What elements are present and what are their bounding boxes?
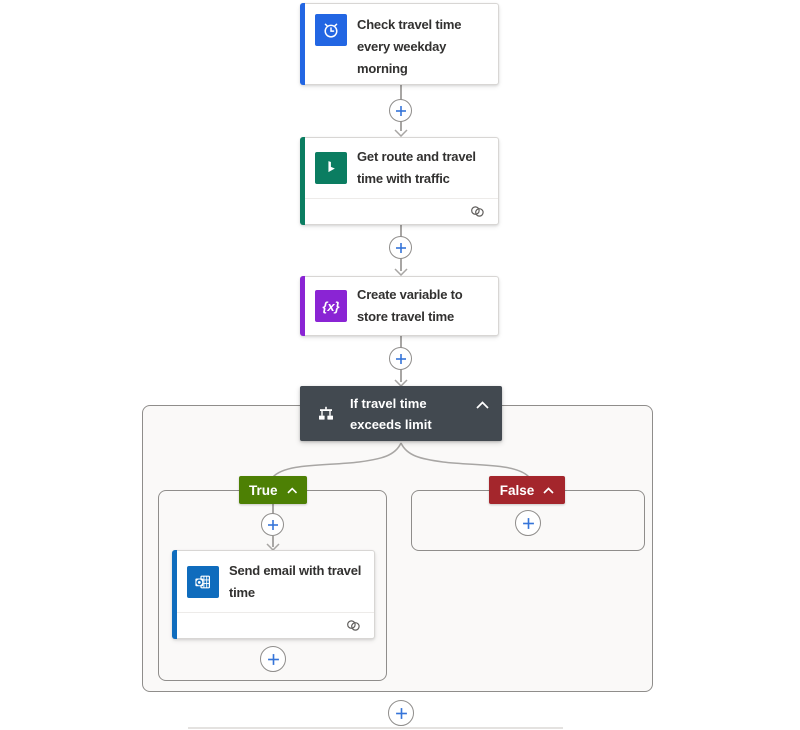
recurrence-icon <box>315 14 347 46</box>
insert-step-button[interactable] <box>389 236 412 259</box>
action-title: Create variable to store travel time <box>357 287 463 324</box>
next-element-top-edge <box>188 727 563 729</box>
connections-icon <box>347 620 360 631</box>
plus-icon <box>267 653 279 665</box>
plus-icon <box>395 105 406 116</box>
bing-maps-icon <box>315 152 347 184</box>
condition-title: If travel time exceeds limit <box>350 395 432 432</box>
insert-step-button[interactable] <box>260 646 286 672</box>
action-title: Get route and travel time with traffic <box>357 149 476 186</box>
condition-card[interactable]: If travel time exceeds limit <box>300 386 502 441</box>
action-accent-bar <box>172 550 177 639</box>
branch-connector-curves <box>272 442 530 478</box>
card-footer <box>301 198 498 224</box>
insert-step-button[interactable] <box>515 510 541 536</box>
false-branch-label: False <box>499 482 535 498</box>
chevron-up-icon[interactable] <box>543 486 554 494</box>
connections-icon <box>471 206 484 217</box>
action-title: Send email with travel time <box>229 562 362 600</box>
arrow-down-icon <box>394 268 408 277</box>
chevron-up-icon[interactable] <box>476 396 489 414</box>
outlook-icon <box>187 565 219 598</box>
connector-line <box>272 504 274 514</box>
action-accent-bar <box>300 137 305 225</box>
true-branch-badge[interactable]: True <box>239 476 307 504</box>
chevron-up-icon[interactable] <box>286 486 297 494</box>
action-card-get-route[interactable]: Get route and travel time with traffic <box>300 137 499 225</box>
plus-icon <box>395 242 406 253</box>
plus-icon <box>267 519 278 530</box>
card-footer <box>173 612 374 638</box>
action-accent-bar <box>300 276 305 336</box>
plus-icon <box>395 353 406 364</box>
variable-icon-glyph: {x} <box>322 298 340 314</box>
trigger-title: Check travel time every weekday morning <box>357 17 462 76</box>
plus-icon <box>522 517 534 529</box>
trigger-accent-bar <box>300 3 305 85</box>
connector-line <box>272 536 274 547</box>
action-card-send-email[interactable]: Send email with travel time <box>172 550 375 639</box>
variable-icon: {x} <box>315 290 347 322</box>
condition-icon <box>319 406 333 420</box>
true-branch-label: True <box>249 482 278 498</box>
trigger-card-check-travel-time[interactable]: Check travel time every weekday morning <box>300 3 499 85</box>
false-branch-badge[interactable]: False <box>489 476 565 504</box>
action-card-create-variable[interactable]: {x} Create variable to store travel time <box>300 276 499 336</box>
insert-step-button[interactable] <box>389 99 412 122</box>
insert-step-button[interactable] <box>261 513 284 536</box>
arrow-down-icon <box>394 129 408 138</box>
insert-step-button[interactable] <box>388 700 414 726</box>
plus-icon <box>395 707 407 719</box>
insert-step-button[interactable] <box>389 347 412 370</box>
